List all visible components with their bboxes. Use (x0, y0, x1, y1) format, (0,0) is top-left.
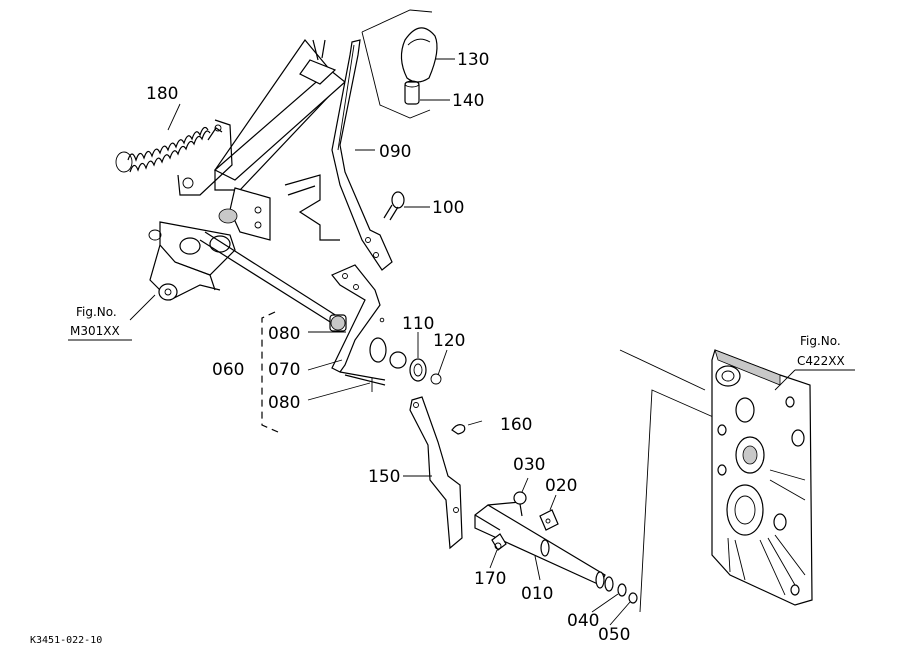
knob-reference-frame (361, 9, 433, 33)
bushing-080-upper (329, 314, 347, 332)
sleeve-140 (404, 80, 420, 105)
part-label-010: 010 (521, 584, 553, 604)
transmission-housing (711, 349, 813, 606)
part-label-090: 090 (379, 142, 411, 162)
part-label-040: 040 (567, 611, 599, 631)
spring-180 (115, 126, 223, 173)
shift-lever-090 (331, 39, 393, 271)
part-label-160: 160 (500, 415, 532, 435)
shaft-010 (474, 501, 614, 592)
part-label-070: 070 (268, 360, 300, 380)
part-label-080-upper: 080 (268, 324, 300, 344)
fig-ref-left-code: M301XX (70, 324, 120, 338)
fig-ref-left-title: Fig.No. (76, 305, 117, 319)
bushing-080-lower (344, 374, 386, 392)
knob-130 (400, 27, 438, 83)
fig-ref-right-code: C422XX (797, 354, 845, 368)
part-label-050: 050 (598, 625, 630, 645)
clip-170 (491, 533, 507, 551)
part-label-180: 180 (146, 84, 178, 104)
part-label-130: 130 (457, 50, 489, 70)
link-150 (409, 396, 463, 550)
part-label-150: 150 (368, 467, 400, 487)
clip-120 (430, 373, 442, 385)
fig-ref-right-title: Fig.No. (800, 334, 841, 348)
leader-lines (129, 58, 796, 626)
housing-ref-line-upper (619, 349, 706, 391)
frame-bracket (148, 39, 346, 326)
part-label-120: 120 (433, 331, 465, 351)
part-label-060: 060 (212, 360, 244, 380)
part-label-140: 140 (452, 91, 484, 111)
lever-plate-070 (331, 264, 386, 381)
part-label-030: 030 (513, 455, 545, 475)
part-label-080-lower: 080 (268, 393, 300, 413)
pin-160 (451, 420, 483, 435)
part-label-020: 020 (545, 476, 577, 496)
part-label-170: 170 (474, 569, 506, 589)
part-label-100: 100 (432, 198, 464, 218)
washer-040 (617, 583, 627, 597)
bracket-020 (539, 509, 559, 531)
ring-050 (628, 592, 638, 604)
bolt-100 (383, 191, 405, 221)
collar-110 (369, 337, 427, 382)
housing-ref-line-lower (639, 389, 721, 613)
drawing-code: K3451-022-10 (30, 635, 102, 646)
part-label-110: 110 (402, 314, 434, 334)
knob-reference-frame-2 (361, 31, 431, 119)
bolt-030 (513, 491, 527, 517)
